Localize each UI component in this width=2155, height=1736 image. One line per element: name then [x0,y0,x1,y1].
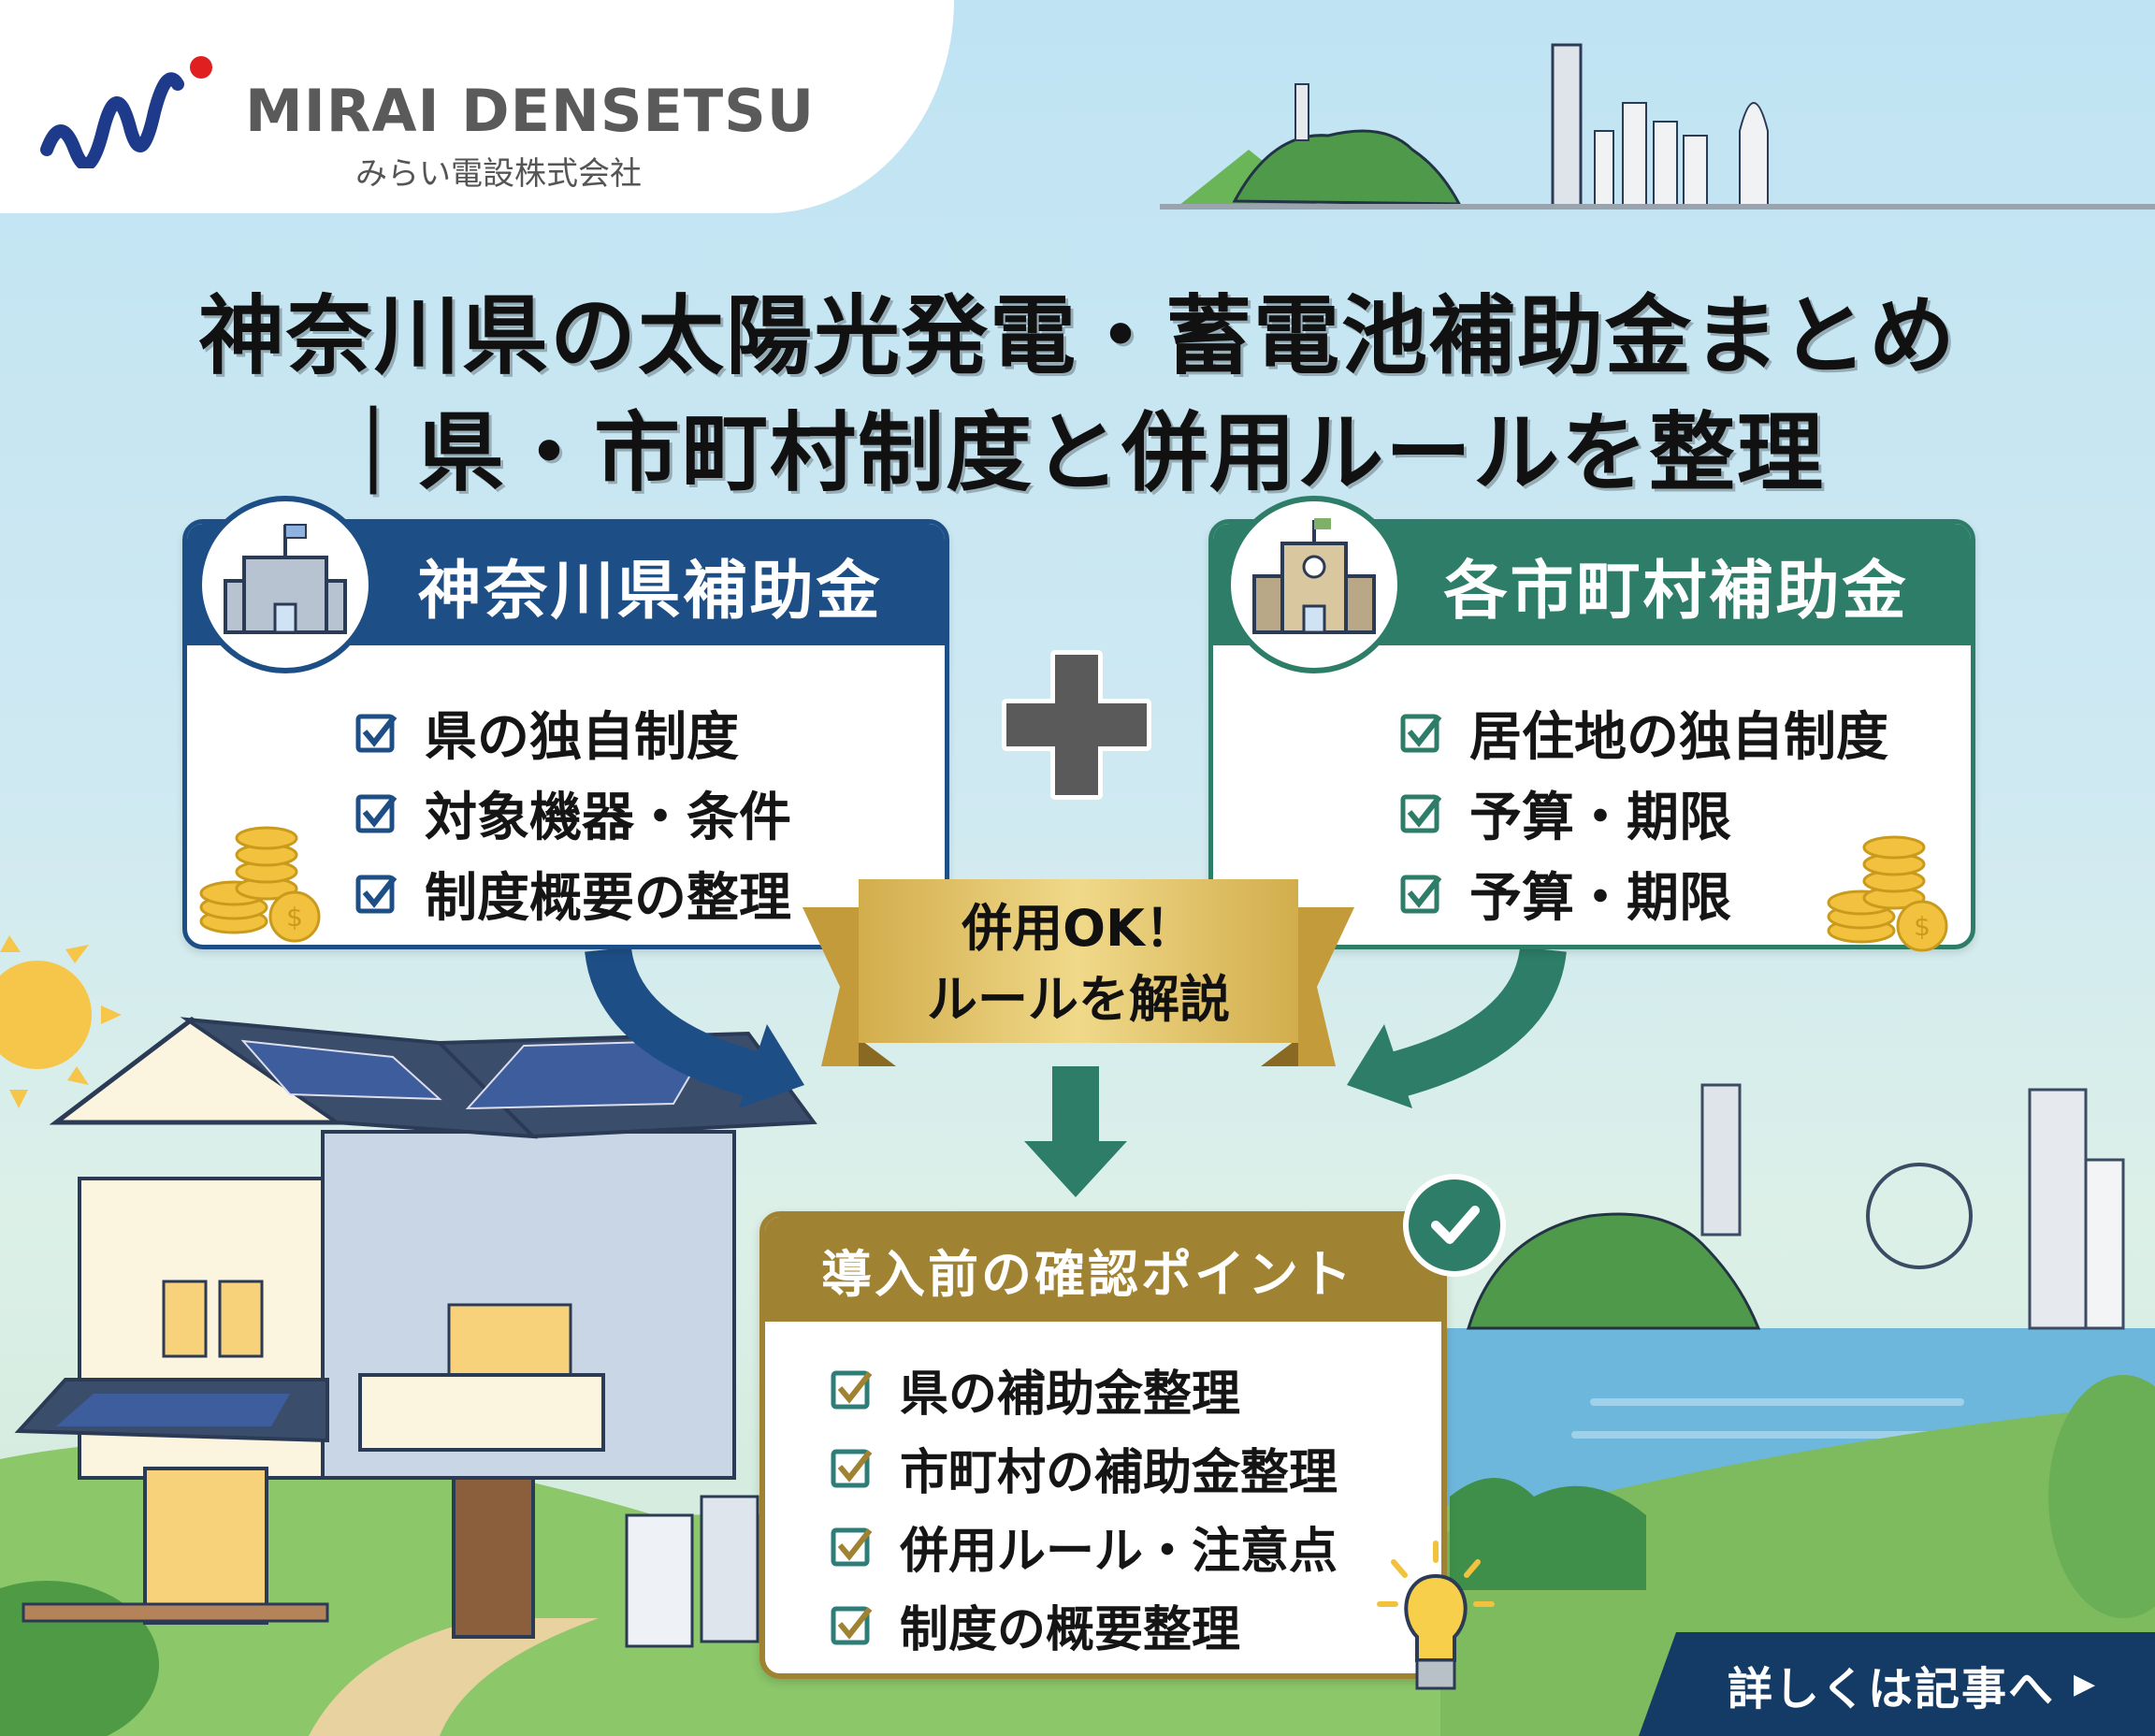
city-skyline-illustration [1160,43,2155,210]
checkbox-checked-icon [831,1370,873,1410]
check-circle-icon [1403,1174,1506,1277]
checkpoints-heading: 導入前の確認ポイント [765,1217,1441,1322]
checklist-item: 対象機器・条件 [355,773,945,853]
checklist-item: 県の独自制度 [355,692,945,773]
checklist-item: 制度概要の整理 [355,853,945,933]
company-name-japanese: みらい電設株式会社 [355,155,642,193]
checkpoints-card: 導入前の確認ポイント 県の補助金整理 市町村の補助金整理 併用ルール・注意点 制… [759,1211,1447,1679]
plus-icon [1002,650,1151,800]
lightbulb-icon [1377,1541,1495,1690]
checklist-item: 居住地の独自制度 [1400,692,1971,773]
coins-icon: $ [1827,835,1948,952]
checklist-item: 予算・期限 [1400,773,1971,853]
checkbox-checked-icon [831,1527,873,1567]
checkbox-checked-icon [831,1449,873,1488]
svg-text:$: $ [1914,911,1931,942]
page-title-line1: 神奈川県の太陽光発電・蓄電池補助金まとめ [197,286,1957,386]
government-building-icon [196,496,374,673]
checkbox-checked-icon [1400,875,1442,914]
read-article-label: 詳しくは記事へ [1728,1662,2056,1715]
checklist-item: 併用ルール・注意点 [831,1507,1441,1585]
svg-text:$: $ [286,902,303,933]
house-illustration [14,1016,817,1648]
prefecture-checklist: 県の独自制度 対象機器・条件 制度概要の整理 [187,645,945,933]
company-name: MIRAI DENSETSU [245,77,816,145]
company-logo-icon [40,56,212,168]
checkbox-checked-icon [355,794,398,833]
read-article-button[interactable]: 詳しくは記事へ ▶ [1639,1632,2155,1736]
checkbox-checked-icon [1400,714,1442,753]
municipal-checklist: 居住地の独自制度 予算・期限 予算・期限 [1213,645,1971,933]
checklist-item: 予算・期限 [1400,853,1971,933]
checklist-item: 市町村の補助金整理 [831,1428,1441,1507]
sun-icon [0,935,122,1108]
checklist-item: 制度の概要整理 [831,1585,1441,1664]
play-arrow-icon: ▶ [2074,1668,2098,1700]
checkbox-checked-icon [831,1606,873,1645]
coins-icon: $ [199,826,321,943]
checkbox-checked-icon [355,875,398,914]
ribbon-banner [803,879,1354,1066]
city-hall-icon [1225,496,1403,673]
checkbox-checked-icon [1400,794,1442,833]
checklist-item: 県の補助金整理 [831,1350,1441,1428]
page-title-line2: ｜県・市町村制度と併用ルールを整理 [329,403,1825,503]
municipal-subsidy-card: 各市町村補助金 居住地の独自制度 予算・期限 予算・期限 [1208,519,1975,949]
checkbox-checked-icon [355,714,398,753]
ribbon-text: 併用OK！ ルールを解説 [927,899,1230,1029]
checkpoints-list: 県の補助金整理 市町村の補助金整理 併用ルール・注意点 制度の概要整理 [765,1322,1441,1664]
